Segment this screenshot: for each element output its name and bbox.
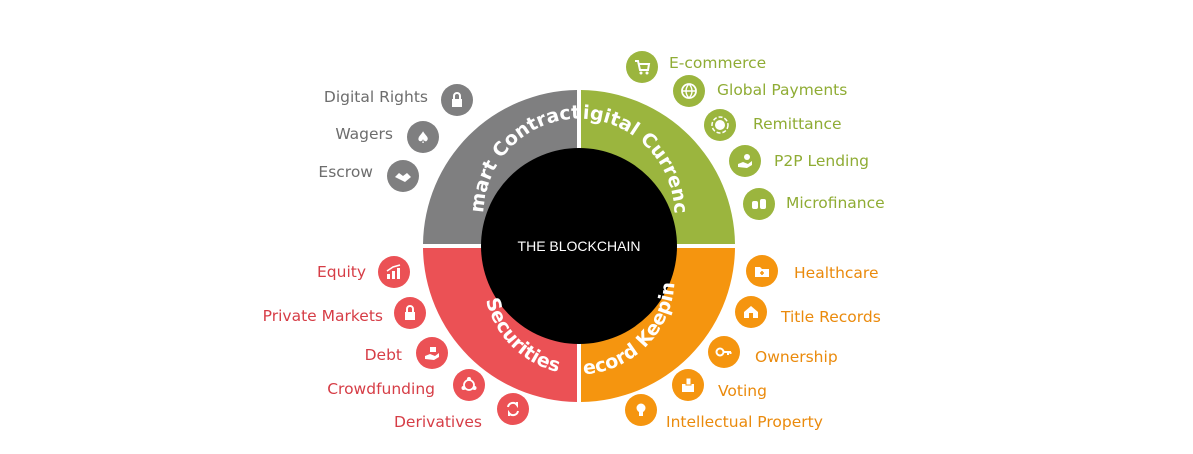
item-derivatives: Derivatives xyxy=(394,413,482,431)
item-digital-rights: Digital Rights xyxy=(323,88,428,106)
item-remittance: Remittance xyxy=(753,115,842,133)
smart-contracts-segment xyxy=(423,90,577,244)
coins-icon xyxy=(743,188,775,220)
svg-text:Smart Contracts: Smart Contracts xyxy=(0,0,581,214)
item-global-payments: Global Payments xyxy=(717,81,848,99)
securities-segment xyxy=(423,248,577,402)
exchange-arrows-icon xyxy=(497,393,529,425)
handshake-icon xyxy=(387,160,419,192)
item-p2p-lending: P2P Lending xyxy=(774,152,870,170)
medical-folder-icon xyxy=(746,255,778,287)
card-suits-icon: ♠ xyxy=(407,121,439,153)
center-label: THE BLOCKCHAIN xyxy=(518,238,641,254)
key-icon xyxy=(708,336,740,368)
smart-contracts-label: Smart Contracts xyxy=(0,0,581,214)
item-healthcare: Healthcare xyxy=(794,264,879,282)
item-wagers: Wagers xyxy=(335,125,393,143)
item-title-records: Title Records xyxy=(781,308,881,326)
padlock-icon xyxy=(394,297,426,329)
globe-icon xyxy=(673,75,705,107)
digital-currency-segment xyxy=(581,90,735,244)
item-intellectual-property: Intellectual Property xyxy=(666,413,823,431)
item-ownership: Ownership xyxy=(755,348,838,366)
item-debt: Debt xyxy=(364,346,402,364)
item-microfinance: Microfinance xyxy=(786,194,885,212)
house-icon xyxy=(735,296,767,328)
hand-coin-icon xyxy=(729,145,761,177)
item-private-markets: Private Markets xyxy=(262,307,383,325)
globe-arrows-icon xyxy=(704,109,736,141)
item-crowdfunding: Crowdfunding xyxy=(327,380,435,398)
record-keeping-segment xyxy=(581,248,735,402)
lightbulb-icon xyxy=(625,394,657,426)
center-circle xyxy=(481,148,677,344)
growth-chart-icon xyxy=(378,256,410,288)
ballot-box-icon xyxy=(672,369,704,401)
item-voting: Voting xyxy=(718,382,767,400)
people-network-icon xyxy=(453,369,485,401)
item-e-commerce: E-commerce xyxy=(669,54,767,72)
item-equity: Equity xyxy=(316,263,366,281)
item-escrow: Escrow xyxy=(318,163,373,181)
hand-money-icon xyxy=(416,337,448,369)
lock-icon xyxy=(441,84,473,116)
cart-icon xyxy=(626,51,658,83)
